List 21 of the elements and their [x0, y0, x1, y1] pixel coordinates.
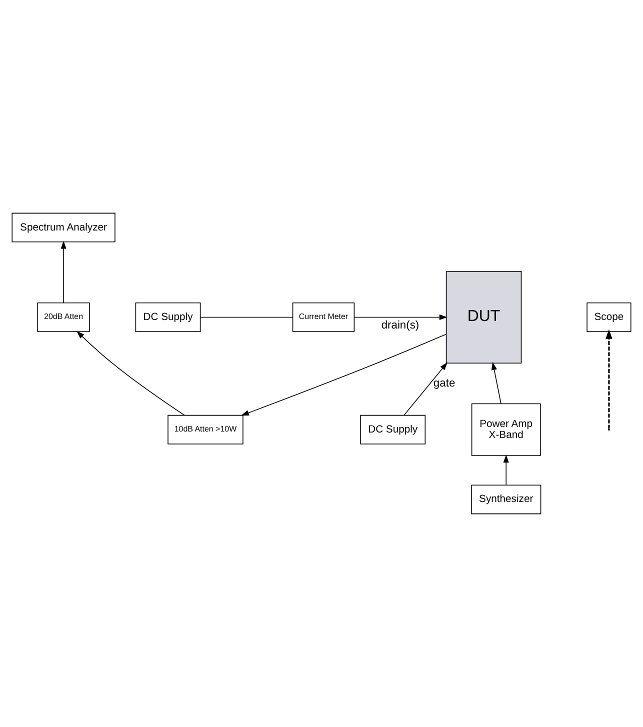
arrow	[354, 314, 448, 320]
arrow	[76, 330, 185, 416]
edge-label: drain(s)	[381, 320, 420, 332]
node-box: 10dB Atten >10W	[168, 414, 244, 444]
node-box: Current Meter	[292, 302, 355, 332]
arrow	[60, 240, 66, 304]
node-box: Spectrum Analyzer	[12, 212, 116, 242]
arrow	[404, 362, 448, 416]
connector	[200, 316, 294, 318]
arrow	[503, 454, 509, 486]
node-box: DC Supply	[135, 302, 201, 332]
node-box: Synthesizer	[471, 484, 542, 514]
node-box: Scope	[586, 302, 632, 332]
edge-label: gate	[433, 377, 456, 390]
node-box: 20dB Atten	[37, 302, 90, 332]
arrow	[491, 362, 502, 404]
arrow	[606, 329, 612, 429]
node-box: DUT	[446, 271, 522, 364]
node-box: Power Amp X-Band	[471, 403, 541, 456]
arrow	[240, 334, 446, 416]
node-box: DC Supply	[360, 414, 426, 444]
